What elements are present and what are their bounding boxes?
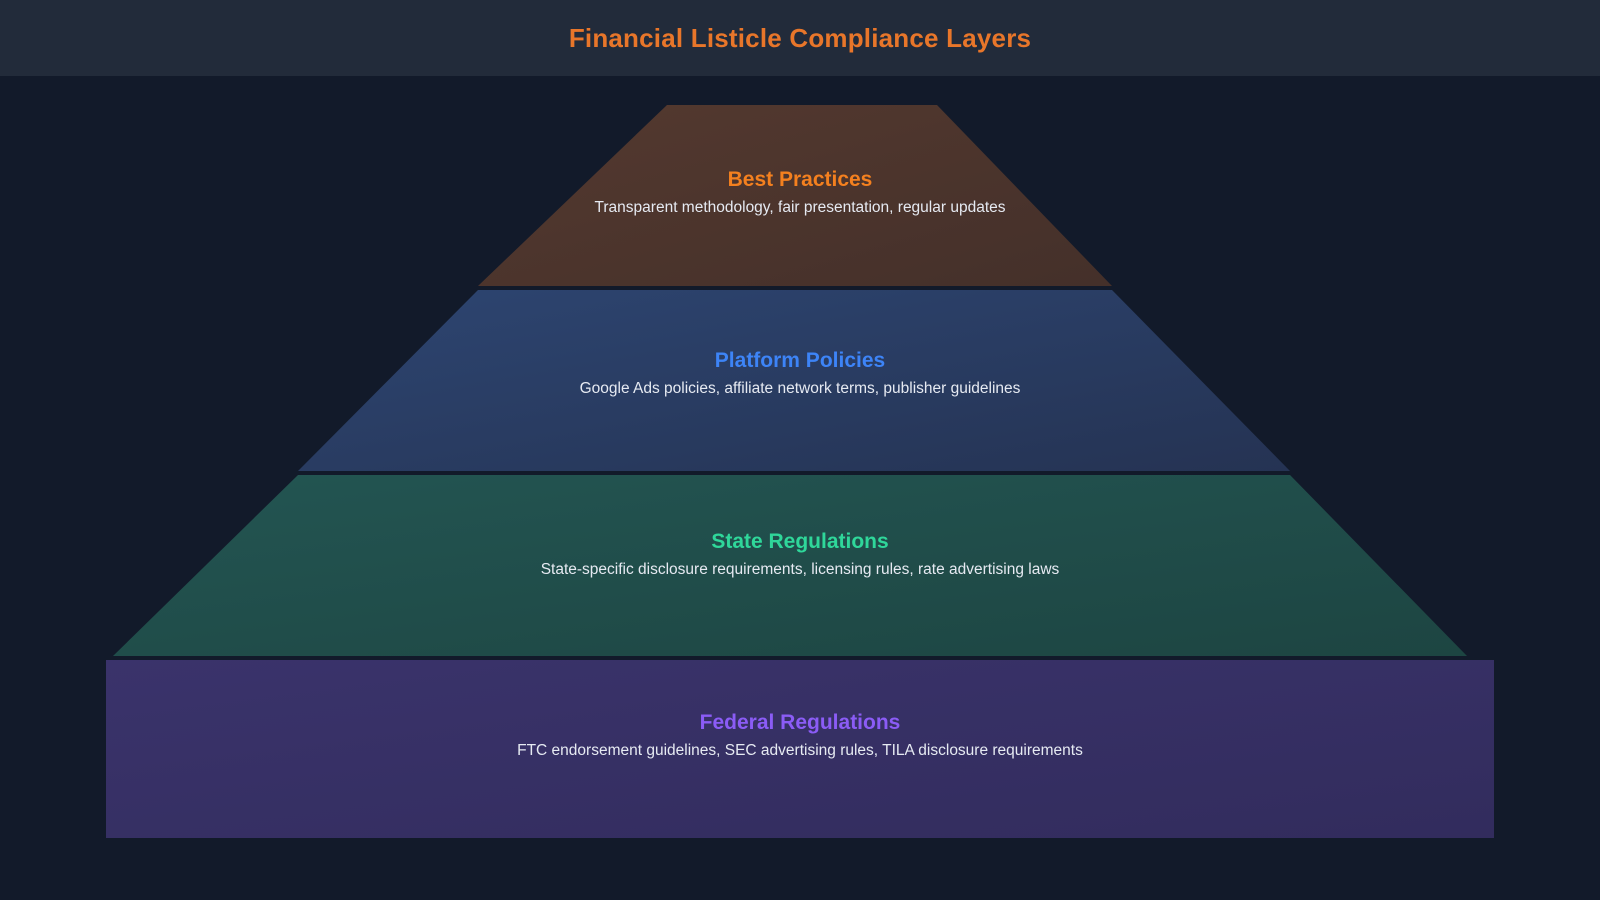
layer-title-state-regulations: State Regulations [711, 530, 889, 553]
pyramid-graphic [106, 105, 1494, 838]
pyramid-layer-labels: Best Practices Transparent methodology, … [0, 76, 1600, 900]
pyramid-layer-federal-regulations[interactable] [106, 660, 1494, 838]
pyramid-label-best-practices[interactable]: Best Practices Transparent methodology, … [0, 168, 1600, 218]
header-bar: Financial Listicle Compliance Layers [0, 0, 1600, 76]
page-title: Financial Listicle Compliance Layers [568, 22, 1032, 53]
diagram-canvas: Best Practices Transparent methodology, … [0, 76, 1600, 900]
pyramid-layer-best-practices[interactable] [478, 105, 1112, 286]
pyramid-layer-platform-policies[interactable] [298, 290, 1290, 471]
pyramid-layer-state-regulations[interactable] [113, 475, 1467, 656]
layer-title-best-practices: Best Practices [727, 168, 873, 191]
layer-description-state-regulations: State-specific disclosure requirements, … [540, 561, 1060, 579]
pyramid-label-platform-policies[interactable]: Platform Policies Google Ads policies, a… [0, 349, 1600, 399]
layer-description-platform-policies: Google Ads policies, affiliate network t… [579, 380, 1021, 398]
pyramid-label-state-regulations[interactable]: State Regulations State-specific disclos… [0, 530, 1600, 580]
layer-description-best-practices: Transparent methodology, fair presentati… [594, 199, 1006, 217]
pyramid-label-federal-regulations[interactable]: Federal Regulations FTC endorsement guid… [0, 711, 1600, 761]
layer-title-federal-regulations: Federal Regulations [699, 711, 901, 734]
layer-description-federal-regulations: FTC endorsement guidelines, SEC advertis… [517, 742, 1083, 760]
layer-title-platform-policies: Platform Policies [714, 349, 886, 372]
